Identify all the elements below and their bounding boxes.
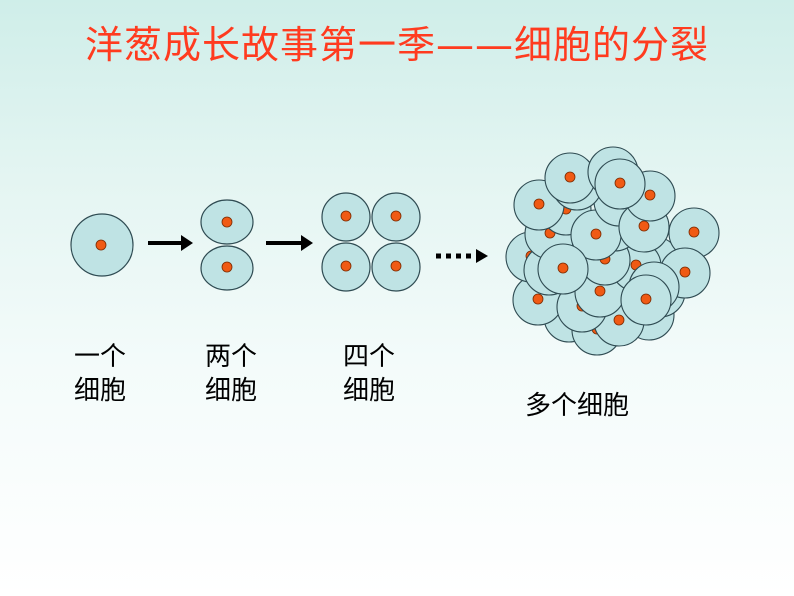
- cell-nucleus: [688, 226, 700, 238]
- two-cells: [200, 199, 254, 291]
- label-four-cells: 四个 细胞: [343, 340, 395, 408]
- cell-nucleus: [640, 293, 652, 305]
- single-cell: [70, 213, 134, 277]
- many-cells-cluster: [505, 146, 720, 356]
- arrow-icon: [266, 235, 313, 251]
- cell-nucleus: [564, 171, 576, 183]
- cell-nucleus: [638, 220, 650, 232]
- four-cells: [321, 192, 421, 292]
- cell-nucleus: [644, 189, 656, 201]
- label-line: 细胞: [74, 376, 127, 406]
- page-title: 洋葱成长故事第一季——细胞的分裂: [84, 23, 709, 67]
- label-many-cells: 多个细胞: [525, 389, 629, 423]
- cell-nucleus: [614, 177, 626, 189]
- cell-nucleus: [594, 285, 606, 297]
- cell-nucleus: [590, 228, 602, 240]
- cell-nucleus: [557, 262, 569, 274]
- label-line: 两个: [205, 342, 258, 372]
- label-line: 细胞: [205, 376, 258, 406]
- label-line: 一个: [74, 342, 127, 372]
- label-one-cell: 一个 细胞: [74, 340, 126, 408]
- label-line: 四个: [343, 342, 396, 372]
- cell-nucleus: [532, 293, 544, 305]
- arrow-icon: [148, 235, 193, 251]
- cell-nucleus: [533, 198, 545, 210]
- cell-nucleus: [679, 266, 691, 278]
- label-two-cells: 两个 细胞: [205, 340, 257, 408]
- dotted-arrow-icon: [436, 249, 488, 263]
- label-line: 多个细胞: [525, 391, 630, 421]
- cell-nucleus: [613, 314, 625, 326]
- label-line: 细胞: [343, 376, 396, 406]
